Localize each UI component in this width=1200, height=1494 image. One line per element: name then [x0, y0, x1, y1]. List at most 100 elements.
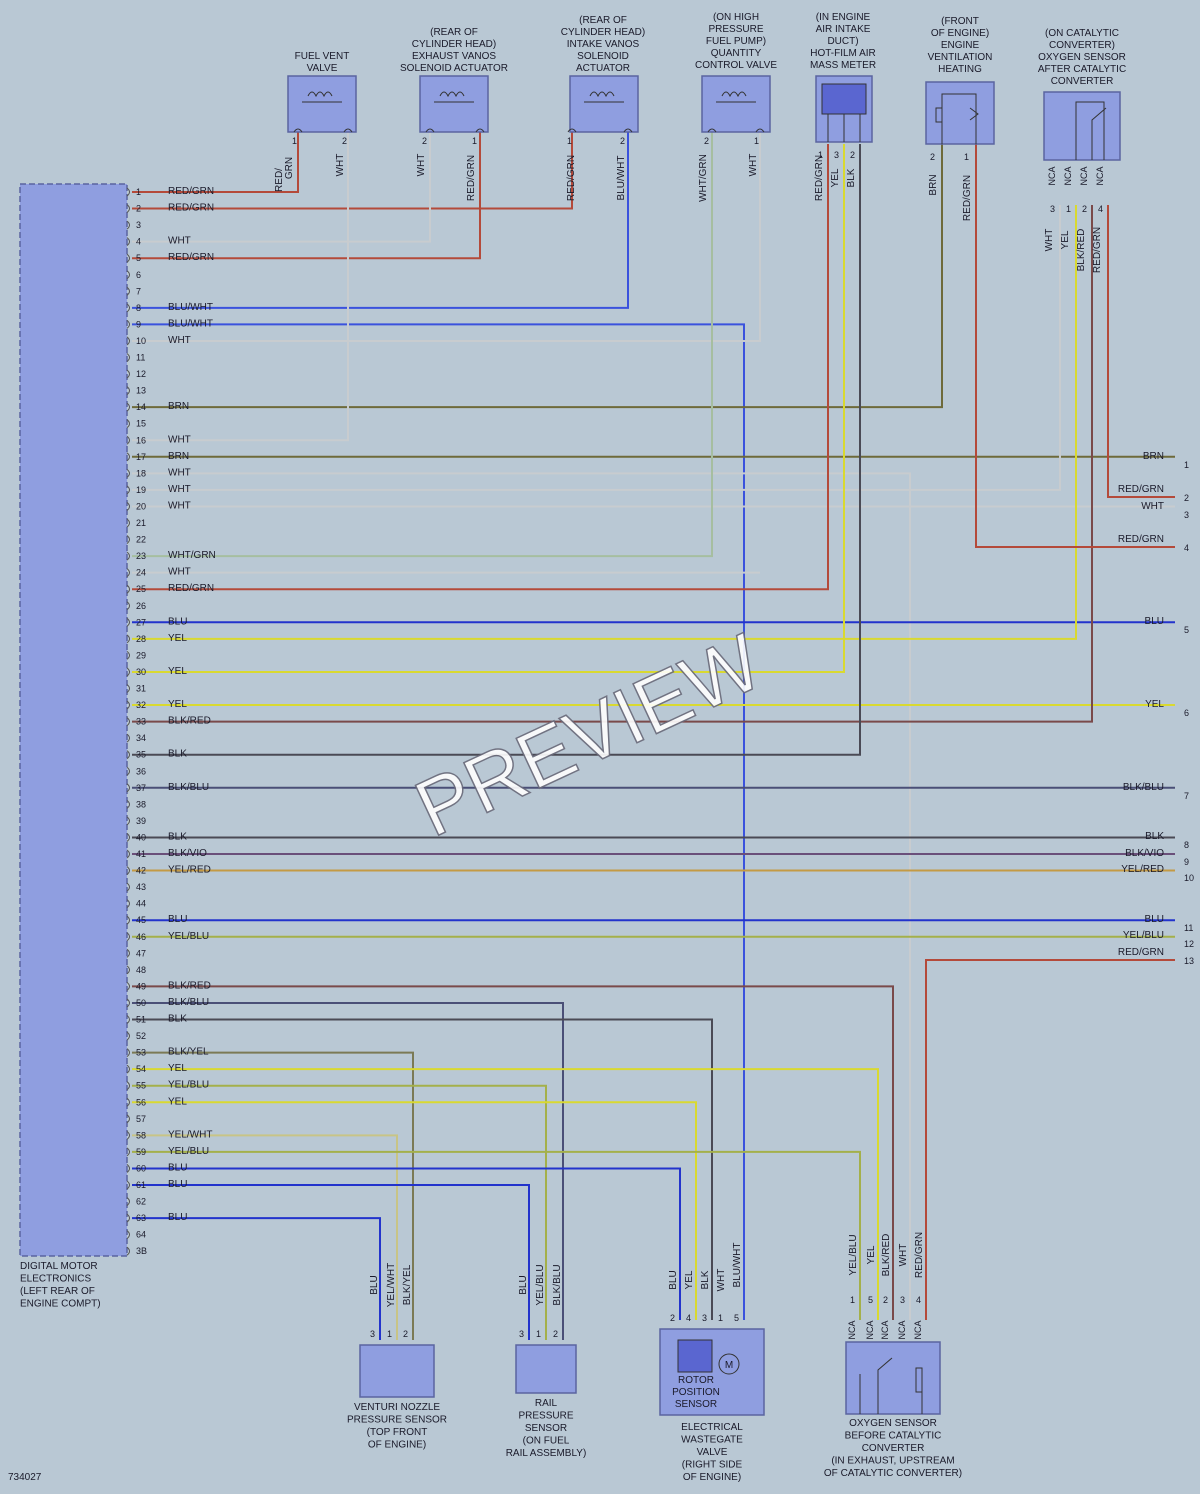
ecm-pin-contact — [126, 651, 130, 660]
pin-number: 1 — [472, 136, 477, 146]
ecm-pin-contact — [126, 1081, 130, 1091]
ecm-pin-number: 52 — [136, 1031, 146, 1041]
ecm-pin-contact — [126, 667, 130, 677]
right-connector-pin: 9 — [1184, 857, 1189, 867]
ecm-pin-contact — [126, 750, 130, 760]
ecm-pin-contact — [126, 187, 130, 197]
ecm-pin-contact — [126, 849, 130, 859]
component-title: HOT-FILM AIR — [810, 48, 876, 59]
quantity-control-valve — [701, 75, 771, 133]
ecm-pin-contact — [126, 799, 130, 809]
pin-number: 2 — [620, 136, 625, 146]
ecm-wire-label: BLK — [168, 1014, 187, 1025]
component-title: CONTROL VALVE — [695, 60, 777, 71]
ecm-pin-number: 57 — [136, 1114, 146, 1124]
ecm-pin-number: 13 — [136, 386, 146, 396]
pin-number: 1 — [387, 1329, 392, 1339]
nca-label: NCA — [847, 1320, 857, 1339]
ecm-wire-label: BLK/BLU — [168, 782, 209, 793]
wire — [132, 1150, 861, 1320]
ecm-pin-contact — [126, 915, 130, 925]
right-connector-wire-label: YEL/BLU — [1123, 930, 1164, 941]
ecm-pin-number: 41 — [136, 849, 146, 859]
pin-number: 3 — [1050, 204, 1055, 214]
right-connector-wire-label: YEL — [1145, 699, 1164, 710]
pin-number: 2 — [670, 1313, 675, 1323]
coil-icon — [589, 91, 615, 98]
wire-label: BLK — [846, 168, 857, 187]
right-connector-pin: 8 — [1184, 840, 1189, 850]
ecm-pin-contact — [126, 303, 130, 313]
venturi-nozzle-pressure-sensor — [359, 1344, 435, 1398]
wire — [925, 959, 1175, 1320]
wire — [132, 132, 349, 442]
ecm-pin-contact — [126, 998, 130, 1008]
ecm-pin-number: 37 — [136, 783, 146, 793]
ecm-pin-number: 40 — [136, 832, 146, 842]
ecm-pin-contact — [126, 783, 130, 793]
right-connector-pin: 12 — [1184, 939, 1194, 949]
wire-label: RED/GRN — [466, 155, 477, 201]
component-title: EXHAUST VANOS — [412, 51, 496, 62]
ecm-pin-contact — [126, 518, 130, 528]
ecm-pin-contact — [126, 866, 130, 875]
wire — [132, 144, 943, 409]
ecm-pin-contact — [126, 617, 130, 627]
ecm-pin-contact — [126, 634, 130, 644]
ecm-pin-contact — [126, 535, 130, 544]
component-title: PRESSURE SENSOR — [347, 1415, 447, 1426]
wire — [132, 132, 761, 342]
right-connector-wire-label: BLU — [1145, 616, 1164, 627]
ecm-pin-number: 3B — [136, 1246, 147, 1256]
component-title: VALVE — [697, 1447, 728, 1458]
wire — [132, 1001, 564, 1340]
ecm-pin-number: 58 — [136, 1130, 146, 1140]
ecm-pin-contact — [126, 733, 130, 743]
ecm-pin-number: 35 — [136, 750, 146, 760]
ecm-wire-label: YEL — [168, 666, 187, 677]
pin-number: 1 — [567, 136, 572, 146]
wire — [132, 144, 829, 591]
wire-label: WHT — [716, 1269, 727, 1292]
ecm-pin-number: 29 — [136, 650, 146, 660]
component-title: (IN EXHAUST, UPSTREAM — [831, 1456, 954, 1467]
right-connector-pin: 10 — [1184, 873, 1194, 883]
wire — [975, 144, 1175, 548]
wire-label: BRN — [928, 174, 939, 195]
ecm-pin-contact — [126, 485, 130, 495]
ecm-pin-number: 28 — [136, 634, 146, 644]
pin-contact — [707, 128, 717, 133]
pin-number: 1 — [1066, 204, 1071, 214]
wire — [132, 1167, 681, 1320]
ecm-pin-contact — [126, 353, 130, 362]
ecm-pin-contact — [126, 684, 130, 693]
wire-label: BLU — [668, 1270, 679, 1289]
component-title: (REAR OF — [579, 15, 627, 26]
ecm-module — [19, 183, 128, 1257]
ecm-pin-contact — [126, 435, 130, 445]
ecm-wire-label: BLK/YEL — [168, 1047, 209, 1058]
component-title: (IN ENGINE — [816, 12, 871, 23]
ecm-pin-contact — [126, 220, 130, 230]
ecm-pin-number: 49 — [136, 981, 146, 991]
component-title: VENTILATION — [928, 52, 993, 63]
right-connector-wire-label: RED/GRN — [1118, 534, 1164, 545]
ecm-wire-label: YEL — [168, 1063, 187, 1074]
component-title: FUEL VENT — [295, 51, 350, 62]
ecm-wire-label: WHT — [168, 236, 191, 247]
pin-number: 1 — [292, 136, 297, 146]
ecm-pin-number: 21 — [136, 518, 146, 528]
pin-number: 1 — [964, 152, 969, 162]
ecm-wire-label: BLU — [168, 1212, 187, 1223]
wire — [132, 1068, 879, 1320]
pin-number: 4 — [1098, 204, 1103, 214]
right-connector-wire-label: WHT — [1141, 501, 1164, 512]
ecm-pin-number: 34 — [136, 733, 146, 743]
ecm-pin-number: 33 — [136, 717, 146, 727]
pin-number: 2 — [342, 136, 347, 146]
ecm-wire-label: WHT — [168, 335, 191, 346]
nca-label: NCA — [865, 1320, 875, 1339]
component-title: QUANTITY — [711, 48, 762, 59]
wire-label: YEL/WHT — [386, 1263, 397, 1307]
ecm-pin-contact — [126, 468, 130, 478]
